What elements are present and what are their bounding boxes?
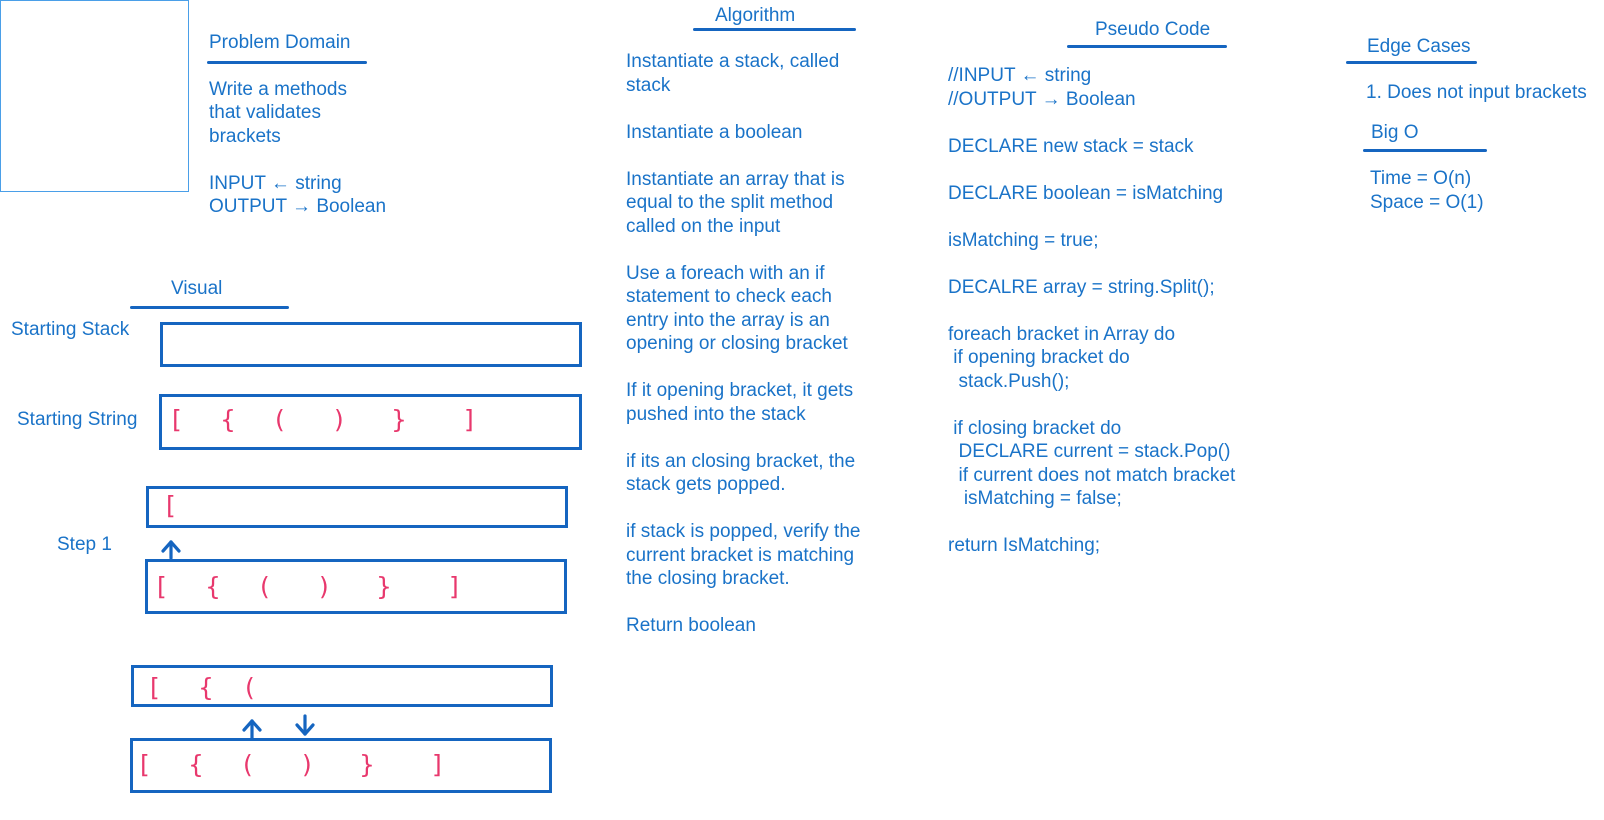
bracket-glyph: ) [334, 405, 344, 434]
algorithm-line-25: Return boolean [626, 615, 756, 636]
bracket-glyph: ] [449, 572, 459, 601]
pseudo-code-line-6: DECLARE boolean = isMatching [948, 182, 1224, 204]
algorithm-line-13: opening or closing bracket [626, 333, 848, 354]
step1-label: Step 1 [57, 534, 112, 555]
problem-domain-underline [207, 61, 367, 64]
pseudo-code-line-16: if closing bracket do [948, 417, 1122, 439]
bracket-glyph: { [220, 405, 236, 434]
visual-title: Visual [171, 278, 223, 299]
problem-domain-title: Problem Domain [209, 32, 351, 53]
bracket-glyph: [ [157, 572, 167, 601]
problem-domain-line-1: Write a methods [209, 79, 347, 100]
big-o-space: Space = O(1) [1370, 192, 1484, 213]
big-o-time: Time = O(n) [1370, 168, 1472, 189]
step1-string-box [145, 559, 567, 614]
bracket-glyph: ) [302, 750, 312, 779]
starting-string-label: Starting String [17, 409, 138, 430]
algorithm-line-22: current bracket is matching [626, 544, 855, 566]
bracket-glyph: } [391, 405, 407, 434]
algorithm-line-1: Instantiate a stack, called [626, 51, 840, 72]
bracket-glyph: ( [245, 673, 255, 702]
algorithm-line-10: Use a foreach with an if [626, 262, 825, 284]
bracket-glyph: [ [150, 673, 160, 702]
pseudo-code-underline [1067, 45, 1227, 48]
algorithm-line-2: stack [626, 74, 671, 96]
algorithm-line-21: if stack is popped, verify the [626, 521, 861, 542]
problem-domain-box [0, 0, 189, 192]
big-o-title: Big O [1371, 122, 1419, 143]
step2-string-box [130, 738, 552, 793]
bracket-glyph: [ [166, 491, 176, 520]
step2-stack-box [131, 665, 553, 707]
pseudo-code-line-13: if opening bracket do [948, 347, 1130, 368]
pseudo-code-line-8: isMatching = true; [948, 229, 1099, 251]
pop-arrow-down-icon [295, 714, 315, 736]
algorithm-line-6: Instantiate an array that is [626, 168, 845, 190]
edge-cases-underline [1346, 61, 1477, 64]
problem-domain-line-6: OUTPUT → Boolean [209, 196, 387, 217]
pseudo-code-line-21: return IsMatching; [948, 535, 1101, 556]
algorithm-line-23: the closing bracket. [626, 568, 790, 589]
algorithm-title: Algorithm [715, 5, 796, 26]
pseudo-code-line-4: DECLARE new stack = stack [948, 135, 1194, 157]
algorithm-line-15: If it opening bracket, it gets [626, 380, 854, 401]
push-arrow-up-icon [161, 540, 181, 560]
pseudo-code-line-12: foreach bracket in Array do [948, 323, 1176, 345]
bracket-glyph: } [376, 572, 392, 601]
edge-cases-title: Edge Cases [1367, 36, 1471, 57]
algorithm-line-19: stack gets popped. [626, 474, 786, 495]
bracket-glyph: ( [243, 750, 253, 779]
algorithm-line-12: entry into the array is an [626, 309, 830, 331]
bracket-glyph: ] [432, 750, 442, 779]
big-o-underline [1363, 149, 1487, 152]
bracket-glyph: ) [319, 572, 329, 601]
algorithm-line-18: if its an closing bracket, the [626, 450, 856, 472]
pseudo-code-title: Pseudo Code [1095, 19, 1211, 40]
bracket-glyph: ( [275, 405, 285, 434]
visual-underline [130, 306, 289, 309]
algorithm-line-4: Instantiate a boolean [626, 121, 803, 143]
bracket-glyph: [ [140, 750, 150, 779]
algorithm-line-16: pushed into the stack [626, 403, 806, 425]
bracket-glyph: { [188, 750, 204, 779]
pseudo-code-line-10: DECALRE array = string.Split(); [948, 276, 1215, 298]
bracket-glyph: ] [464, 405, 474, 434]
algorithm-line-7: equal to the split method [626, 192, 834, 213]
problem-domain-line-5: INPUT ← string [209, 173, 342, 194]
pseudo-code-line-14: stack.Push(); [948, 370, 1070, 392]
algorithm-underline [693, 28, 856, 31]
starting-string-box [159, 394, 582, 450]
problem-domain-line-3: brackets [209, 126, 281, 147]
pseudo-code-line-18: if current does not match bracket [948, 464, 1236, 486]
bracket-glyph: { [205, 572, 221, 601]
push-arrow-up-icon [242, 719, 262, 740]
step1-stack-box [146, 486, 568, 528]
pseudo-code-line-19: isMatching = false; [948, 488, 1122, 509]
problem-domain-line-2: that validates [209, 102, 321, 123]
edge-case-item-1: 1. Does not input brackets [1366, 82, 1587, 103]
bracket-glyph: } [359, 750, 375, 779]
pseudo-code-line-1: //INPUT ← string [948, 65, 1092, 86]
algorithm-line-8: called on the input [626, 215, 781, 237]
pseudo-code-line-2: //OUTPUT → Boolean [948, 88, 1136, 110]
bracket-glyph: { [198, 673, 214, 702]
bracket-glyph: ( [260, 572, 270, 601]
starting-stack-box [160, 322, 582, 367]
pseudo-code-line-17: DECLARE current = stack.Pop() [948, 441, 1231, 462]
algorithm-line-11: statement to check each [626, 286, 832, 307]
starting-stack-label: Starting Stack [11, 319, 130, 340]
bracket-glyph: [ [172, 405, 182, 434]
